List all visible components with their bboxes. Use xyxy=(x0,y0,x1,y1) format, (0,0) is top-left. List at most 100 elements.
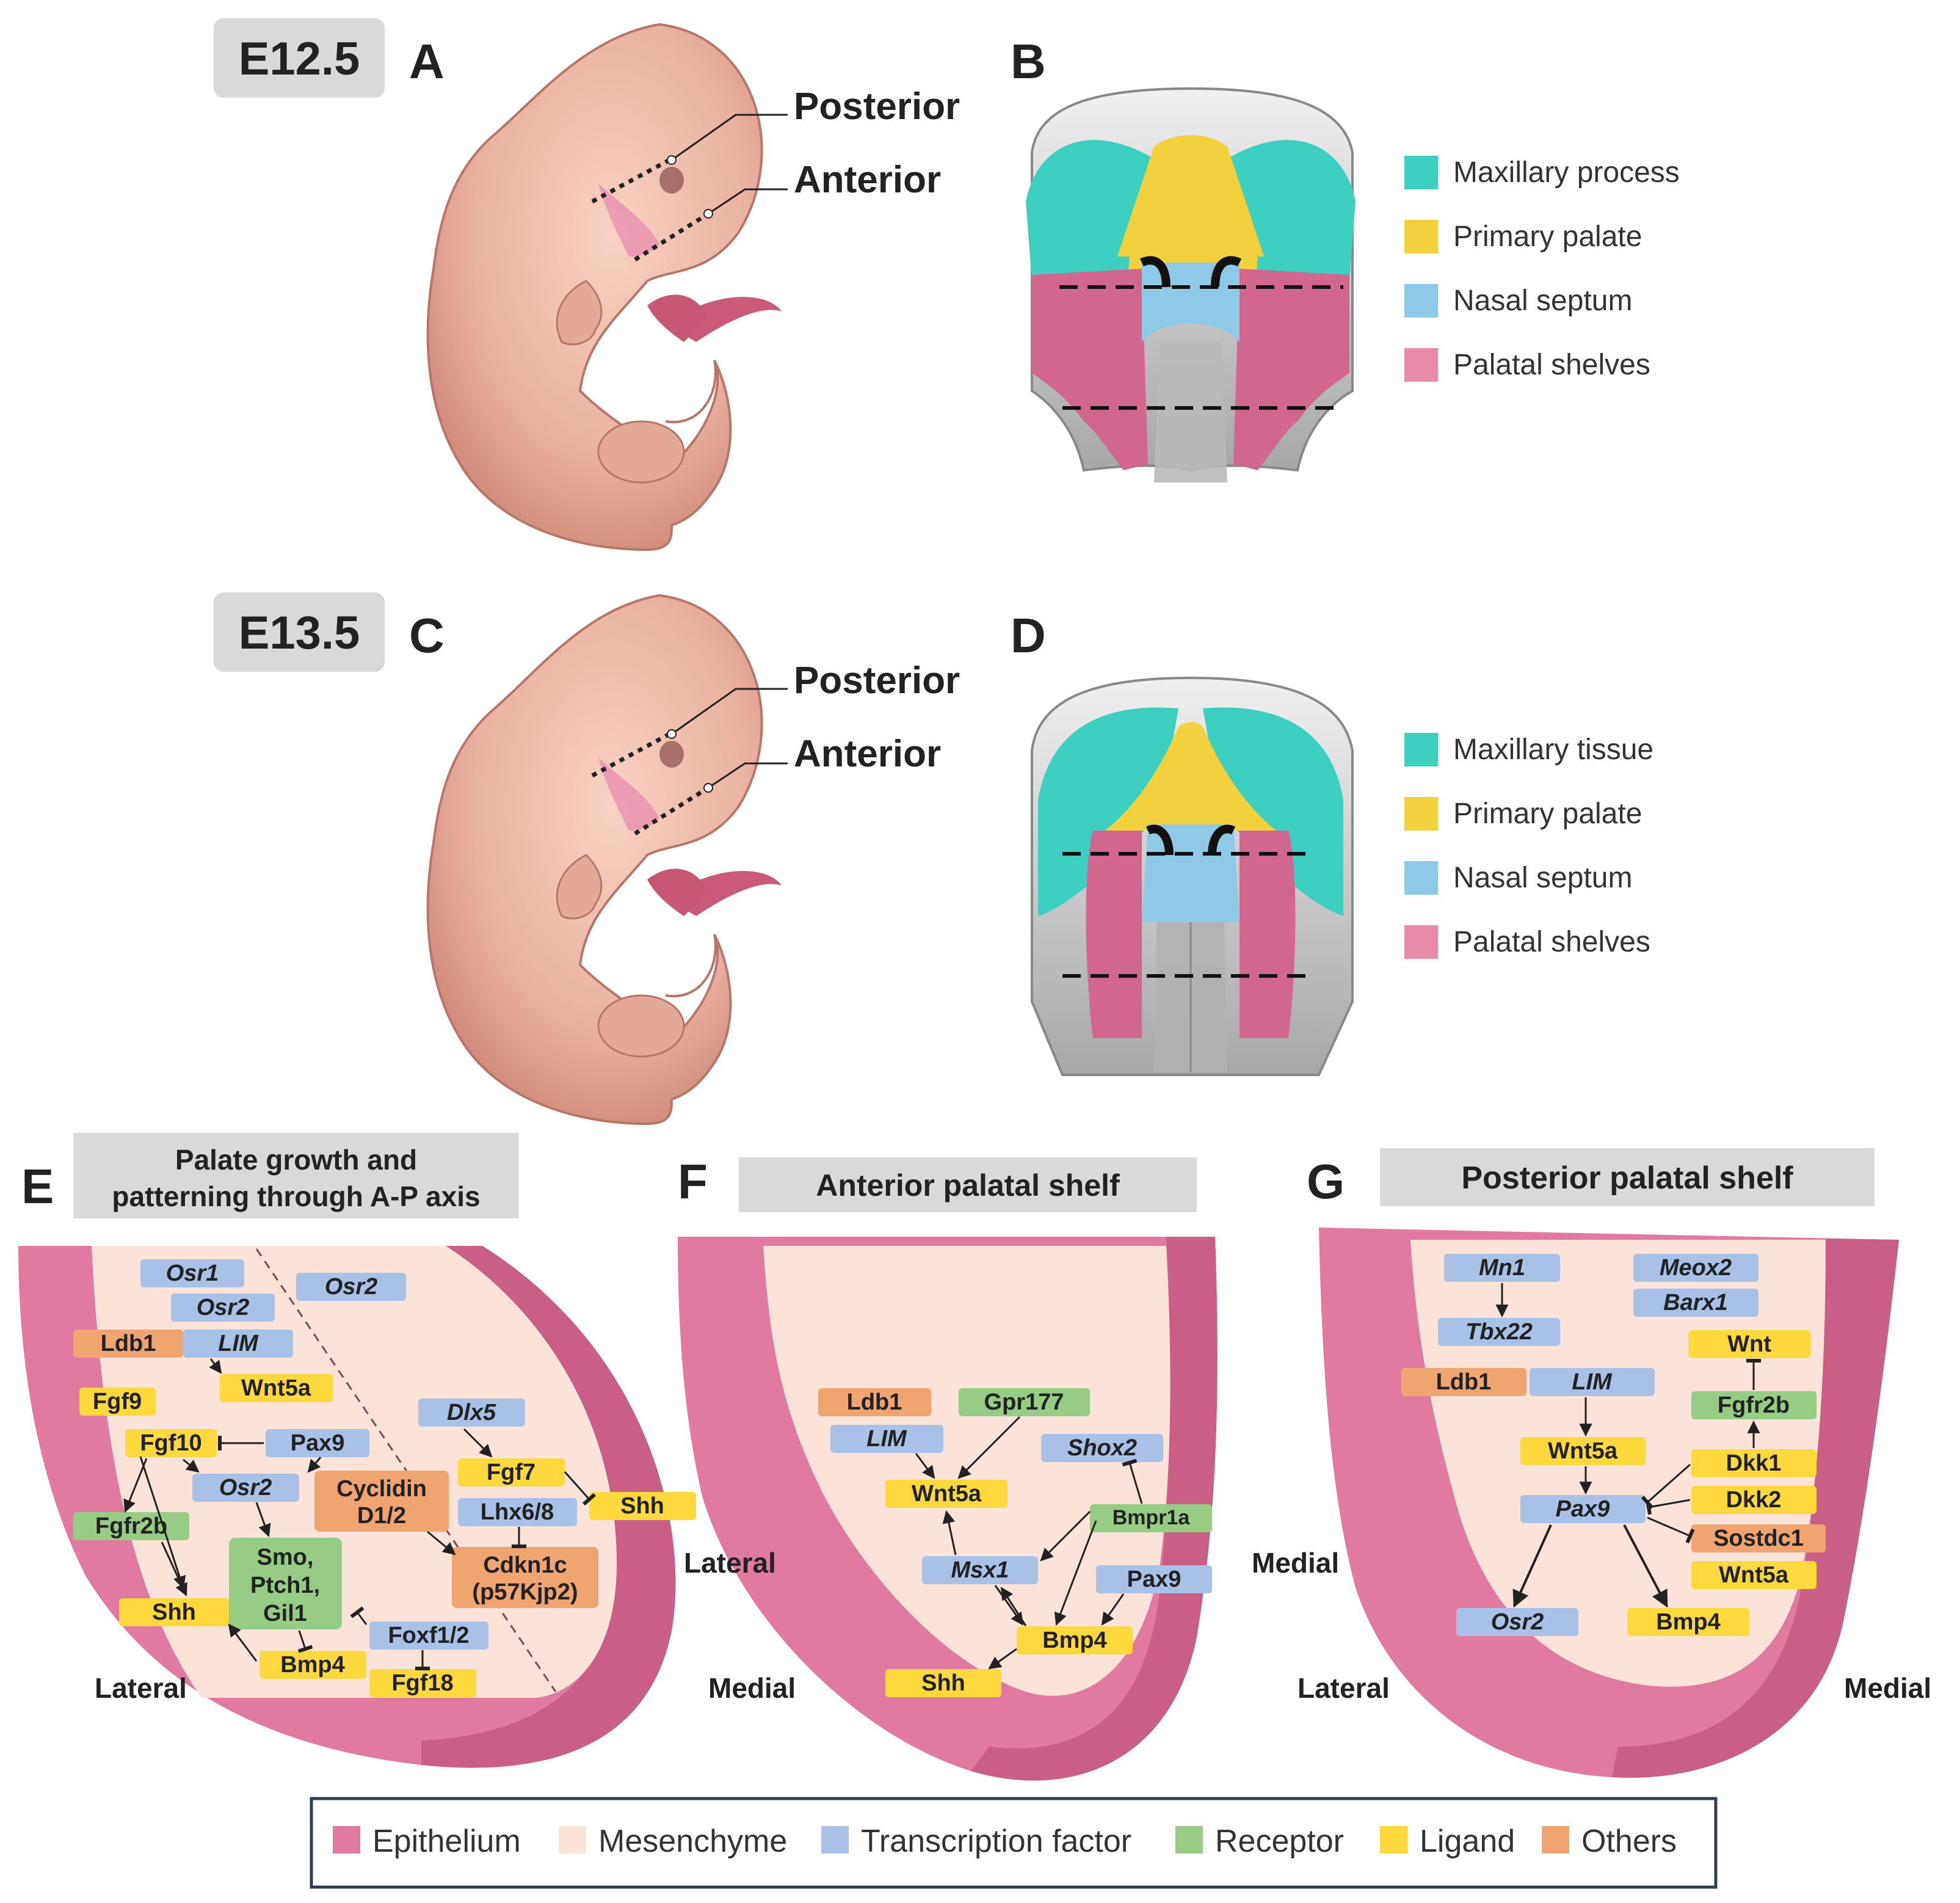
svg-text:patterning through A-P axis: patterning through A-P axis xyxy=(112,1181,480,1212)
svg-text:Bmp4: Bmp4 xyxy=(1656,1609,1721,1635)
svg-text:Fgf9: Fgf9 xyxy=(93,1389,142,1414)
svg-text:Bmp4: Bmp4 xyxy=(280,1652,345,1678)
svg-text:Dkk2: Dkk2 xyxy=(1726,1487,1782,1513)
gene-osr2-e-2: Osr2 xyxy=(296,1273,406,1301)
svg-text:Pax9: Pax9 xyxy=(1556,1496,1610,1522)
legend-epithelium-label: Epithelium xyxy=(372,1824,521,1859)
gene-meox2-g: Meox2 xyxy=(1633,1254,1759,1282)
svg-text:LIM: LIM xyxy=(1572,1369,1613,1395)
svg-text:Cyclidin: Cyclidin xyxy=(336,1476,427,1502)
embryo-illustration-c xyxy=(426,594,788,1126)
svg-text:LIM: LIM xyxy=(218,1331,259,1356)
svg-text:Fgf10: Fgf10 xyxy=(140,1430,201,1456)
legend-d-shelves-label: Palatal shelves xyxy=(1453,926,1650,958)
legend-d-primary-label: Primary palate xyxy=(1453,798,1642,830)
panel-letter-a: A xyxy=(409,34,445,89)
label-lateral-f: Lateral xyxy=(684,1547,776,1579)
label-lateral-g: Lateral xyxy=(1298,1672,1390,1704)
stage-text: E13.5 xyxy=(239,607,360,659)
legend-tf-label: Transcription factor xyxy=(861,1824,1131,1859)
gene-fgf18-e: Fgf18 xyxy=(369,1669,476,1697)
arrows-f xyxy=(915,1416,1143,1670)
gene-shh-e-1: Shh xyxy=(119,1598,229,1626)
gene-pax9-e: Pax9 xyxy=(266,1429,369,1457)
svg-text:Osr1: Osr1 xyxy=(166,1261,219,1286)
svg-text:Ldb1: Ldb1 xyxy=(101,1331,156,1356)
gene-fgf7-e: Fgf7 xyxy=(458,1458,565,1486)
gene-tbx22-g: Tbx22 xyxy=(1438,1318,1560,1346)
gene-lim-e: LIM xyxy=(183,1330,293,1358)
header-e: Palate growth and patterning through A-P… xyxy=(73,1133,519,1218)
gene-shh-e-2: Shh xyxy=(589,1492,696,1520)
gene-pax9-f: Pax9 xyxy=(1096,1565,1212,1593)
svg-text:Ldb1: Ldb1 xyxy=(847,1389,902,1415)
gene-lhx-e: Lhx6/8 xyxy=(458,1498,577,1526)
svg-text:Anterior palatal shelf: Anterior palatal shelf xyxy=(816,1168,1120,1203)
gene-fgfr2b-g: Fgfr2b xyxy=(1691,1391,1817,1419)
gene-ldb1-e: Ldb1 xyxy=(73,1330,183,1358)
svg-text:Fgfr2b: Fgfr2b xyxy=(1718,1392,1790,1418)
legend-ligand-label: Ligand xyxy=(1420,1824,1515,1859)
stage-text: E12.5 xyxy=(239,33,360,85)
gene-shox2-f: Shox2 xyxy=(1041,1434,1163,1462)
gene-mn1-g: Mn1 xyxy=(1444,1254,1560,1282)
gene-smo-e: Smo,Ptch1,Gil1 xyxy=(229,1538,342,1629)
svg-text:Fgfr2b: Fgfr2b xyxy=(95,1513,167,1539)
panel-letter-g: G xyxy=(1307,1154,1345,1209)
svg-text:Msx1: Msx1 xyxy=(951,1557,1009,1583)
svg-text:Pax9: Pax9 xyxy=(1127,1566,1181,1592)
gene-dkk1-g: Dkk1 xyxy=(1691,1449,1817,1477)
svg-text:Palate growth and: Palate growth and xyxy=(175,1144,417,1176)
gene-lim-g: LIM xyxy=(1530,1368,1655,1396)
svg-text:Fgf18: Fgf18 xyxy=(391,1670,453,1696)
gene-bmpr1a-f: Bmpr1a xyxy=(1090,1504,1212,1532)
gene-cdkn1c-e: Cdkn1c(p57Kjp2) xyxy=(452,1547,598,1608)
svg-text:Shh: Shh xyxy=(620,1493,664,1519)
svg-text:Wnt5a: Wnt5a xyxy=(912,1481,982,1507)
gene-fgfr2b-e: Fgfr2b xyxy=(73,1512,189,1540)
svg-text:Osr2: Osr2 xyxy=(1491,1609,1544,1635)
label-anterior-a: Anterior xyxy=(794,159,941,201)
gene-fgf9-e: Fgf9 xyxy=(79,1388,156,1416)
svg-text:Dlx5: Dlx5 xyxy=(447,1400,496,1425)
gene-ldb1-g: Ldb1 xyxy=(1401,1368,1526,1396)
svg-text:Shh: Shh xyxy=(152,1599,196,1625)
svg-text:Ptch1,: Ptch1, xyxy=(250,1573,320,1598)
gene-fgf10-e: Fgf10 xyxy=(125,1429,217,1457)
panel-letter-e: E xyxy=(21,1159,54,1213)
gene-ldb1-f: Ldb1 xyxy=(818,1388,931,1416)
svg-text:Wnt: Wnt xyxy=(1727,1331,1771,1357)
gene-wnt5a-g-2: Wnt5a xyxy=(1691,1561,1817,1589)
svg-text:Gpr177: Gpr177 xyxy=(984,1389,1064,1415)
arrows-g xyxy=(1495,1283,1761,1608)
legend-b-maxillary-label: Maxillary process xyxy=(1453,156,1680,189)
gene-msx1-f: Msx1 xyxy=(922,1556,1038,1584)
svg-text:(p57Kjp2): (p57Kjp2) xyxy=(472,1579,578,1605)
legend-others-label: Others xyxy=(1581,1824,1677,1859)
label-medial-e: Medial xyxy=(708,1672,796,1704)
panel-letter-b: B xyxy=(1011,34,1046,89)
legend-bottom: Epithelium Mesenchyme Transcription fact… xyxy=(310,1797,1718,1889)
gene-osr2-e-3: Osr2 xyxy=(192,1474,299,1502)
svg-text:Osr2: Osr2 xyxy=(197,1295,250,1320)
label-medial-f: Medial xyxy=(1252,1547,1339,1579)
gene-bmp4-e: Bmp4 xyxy=(260,1651,366,1679)
svg-text:Posterior palatal shelf: Posterior palatal shelf xyxy=(1461,1160,1793,1196)
legend-b: Maxillary process Primary palate Nasal s… xyxy=(1404,156,1680,382)
svg-text:Wnt5a: Wnt5a xyxy=(1719,1562,1789,1588)
legend-d: Maxillary tissue Primary palate Nasal se… xyxy=(1404,733,1653,959)
svg-text:Mn1: Mn1 xyxy=(1479,1255,1525,1281)
panel-letter-d: D xyxy=(1011,608,1046,663)
legend-b-shelves-label: Palatal shelves xyxy=(1453,349,1650,381)
legend-receptor-label: Receptor xyxy=(1215,1824,1344,1859)
svg-text:Gil1: Gil1 xyxy=(263,1601,307,1626)
legend-d-septum-label: Nasal septum xyxy=(1453,862,1632,894)
stage-label-e12: E12.5 xyxy=(214,18,385,98)
header-g: Posterior palatal shelf xyxy=(1380,1148,1875,1206)
svg-text:Wnt5a: Wnt5a xyxy=(1548,1438,1618,1464)
svg-text:Meox2: Meox2 xyxy=(1660,1255,1732,1281)
svg-text:Foxf1/2: Foxf1/2 xyxy=(388,1623,469,1648)
label-anterior-c: Anterior xyxy=(794,733,941,775)
svg-text:Dkk1: Dkk1 xyxy=(1726,1450,1782,1476)
panel-letter-f: F xyxy=(678,1154,708,1209)
